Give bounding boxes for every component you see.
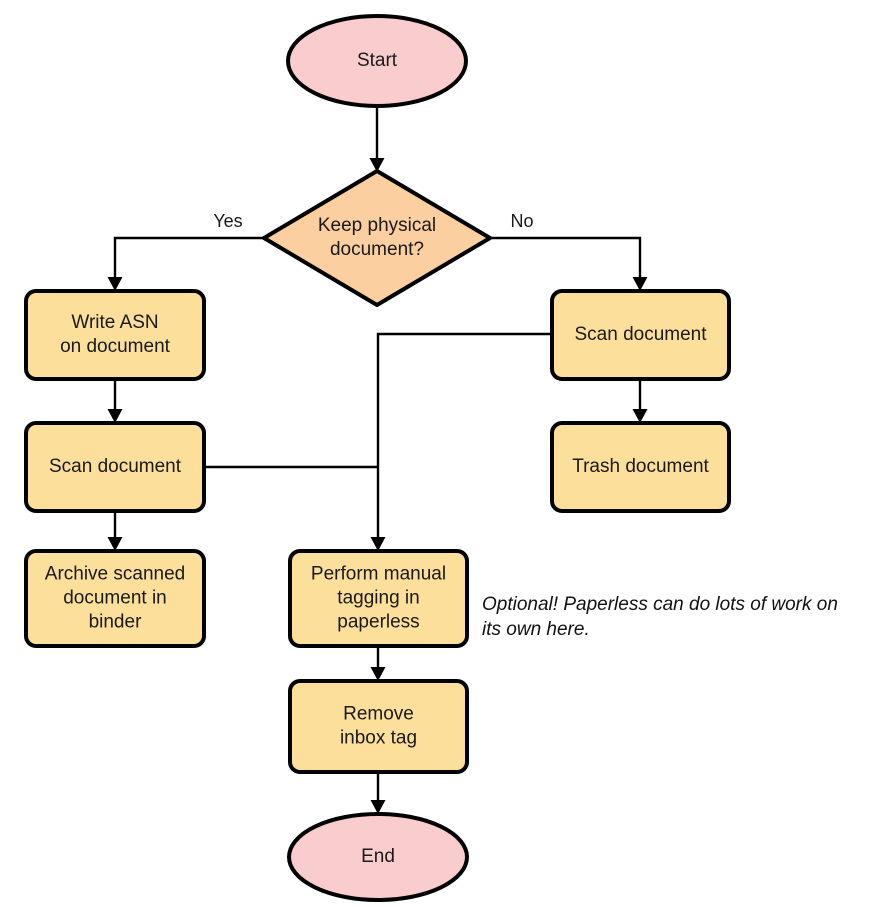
edge-decision-yes-to-write-asn: Yes — [107, 211, 264, 291]
process-shape — [288, 679, 469, 774]
decision-shape — [262, 169, 492, 307]
edge-line — [113, 236, 264, 287]
process-shape — [24, 549, 206, 648]
edge-arrowhead — [632, 409, 648, 423]
node-label-line: Archive scanned — [45, 564, 185, 585]
node-label-line: on document — [60, 336, 171, 357]
node-start[interactable]: Start — [286, 14, 468, 108]
edges-layer: Yes No — [107, 106, 648, 814]
edge-arrowhead — [370, 800, 386, 814]
edge-write-asn-to-scan-left — [107, 379, 123, 423]
node-label-line: inbox tag — [340, 728, 417, 749]
edge-arrowhead — [107, 537, 123, 551]
edge-arrowhead — [369, 158, 385, 172]
process-shape — [24, 289, 206, 381]
node-label-line: Scan document — [574, 324, 707, 345]
node-label-line: Trash document — [572, 456, 709, 477]
node-label-line: Remove — [343, 704, 414, 725]
edge-arrowhead — [632, 277, 648, 291]
node-scan-document-right[interactable]: Scan document — [550, 289, 731, 381]
process-shape — [24, 421, 206, 513]
edge-line — [490, 236, 642, 287]
edge-remove-inbox-to-end — [370, 772, 386, 814]
edge-label: No — [510, 211, 533, 231]
node-label-line: Start — [357, 50, 398, 71]
process-shape — [550, 421, 731, 513]
node-label-line: Scan document — [49, 456, 182, 477]
node-label-line: paperless — [337, 612, 419, 633]
edge-scan-right-to-manual-tagging — [370, 332, 552, 551]
edge-manual-tagging-to-remove-inbox — [370, 646, 386, 681]
edge-line — [376, 332, 552, 547]
node-label-line: tagging in — [337, 588, 419, 609]
edge-arrowhead — [107, 277, 123, 291]
node-trash-document[interactable]: Trash document — [550, 421, 731, 513]
edge-decision-no-to-scan-right: No — [490, 211, 648, 291]
annotations-layer: Optional! Paperless can do lots of work … — [482, 594, 838, 640]
edge-start-to-decision — [369, 106, 385, 172]
edge-arrowhead — [107, 409, 123, 423]
annotation-line: its own here. — [482, 619, 590, 640]
node-scan-document-left[interactable]: Scan document — [24, 421, 206, 513]
node-archive-binder[interactable]: Archive scanned document in binder — [24, 549, 206, 648]
terminator-shape — [287, 812, 469, 902]
annotation-line: Optional! Paperless can do lots of work … — [482, 594, 838, 615]
node-label-line: document? — [330, 239, 424, 260]
node-label-line: Perform manual — [311, 564, 446, 585]
node-keep-physical[interactable]: Keep physical document? — [262, 169, 492, 307]
edge-scan-left-to-archive — [107, 511, 123, 551]
node-label-line: binder — [89, 612, 142, 633]
node-manual-tagging[interactable]: Perform manual tagging in paperless — [288, 549, 469, 648]
node-label-line: Keep physical — [318, 215, 436, 236]
annotation-optional-note: Optional! Paperless can do lots of work … — [482, 594, 838, 640]
node-remove-inbox-tag[interactable]: Remove inbox tag — [288, 679, 469, 774]
edge-label: Yes — [213, 211, 242, 231]
node-write-asn[interactable]: Write ASN on document — [24, 289, 206, 381]
node-label-line: Write ASN — [71, 312, 158, 333]
edge-arrowhead — [370, 537, 386, 551]
node-label-line: document in — [63, 588, 167, 609]
edge-scan-right-to-trash — [632, 379, 648, 423]
node-label-line: End — [361, 846, 395, 867]
process-shape — [288, 549, 469, 648]
process-shape — [550, 289, 731, 381]
terminator-shape — [286, 14, 468, 108]
node-end[interactable]: End — [287, 812, 469, 902]
edge-arrowhead — [370, 667, 386, 681]
